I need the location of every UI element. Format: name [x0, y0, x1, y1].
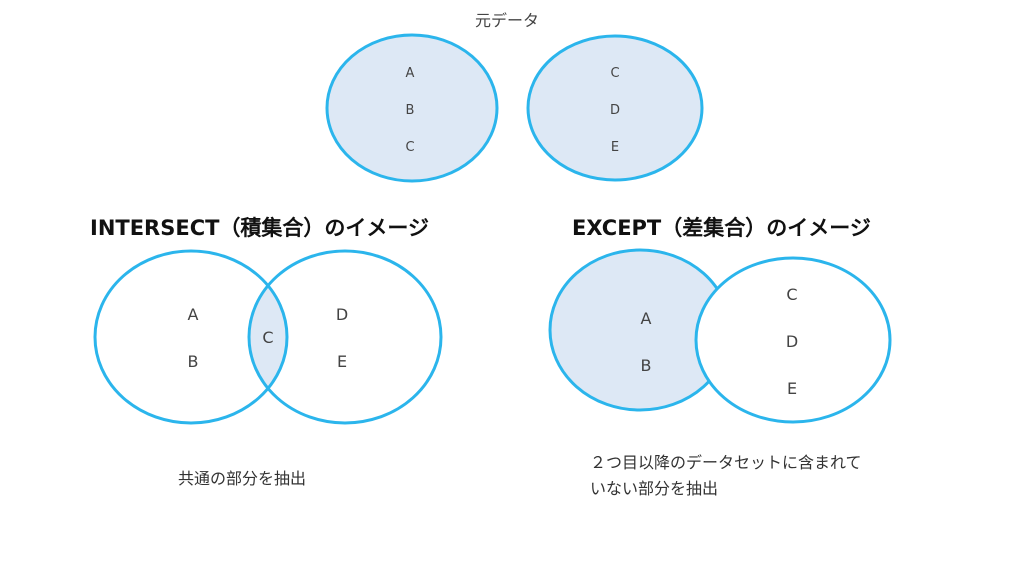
set-item: D: [786, 332, 798, 351]
source-set-2: [526, 34, 704, 182]
except-right-set: [694, 256, 892, 424]
set-item: A: [188, 305, 199, 324]
except-caption-line2: いない部分を抽出: [590, 479, 718, 498]
set-item: B: [406, 103, 415, 118]
source-data-title: 元データ: [475, 11, 539, 30]
set-item: A: [641, 309, 652, 328]
source-set-1: [325, 33, 499, 183]
set-item: C: [405, 140, 414, 155]
intersect-heading: INTERSECT（積集合）のイメージ: [90, 216, 429, 240]
set-item: D: [610, 103, 620, 118]
intersect-right-set: [247, 249, 443, 425]
set-item: A: [406, 66, 415, 81]
set-item: D: [336, 305, 348, 324]
set-item: C: [786, 285, 797, 304]
set-item: C: [610, 66, 619, 81]
set-item: B: [188, 352, 199, 371]
intersect-left-set: [93, 249, 289, 425]
set-item-common: C: [262, 328, 273, 347]
set-item: E: [611, 140, 619, 155]
intersect-caption: 共通の部分を抽出: [178, 469, 306, 488]
set-item: E: [337, 352, 347, 371]
except-heading: EXCEPT（差集合）のイメージ: [572, 216, 871, 240]
except-caption-line1: ２つ目以降のデータセットに含まれて: [590, 453, 862, 472]
set-item: B: [641, 356, 652, 375]
set-item: E: [787, 379, 797, 398]
